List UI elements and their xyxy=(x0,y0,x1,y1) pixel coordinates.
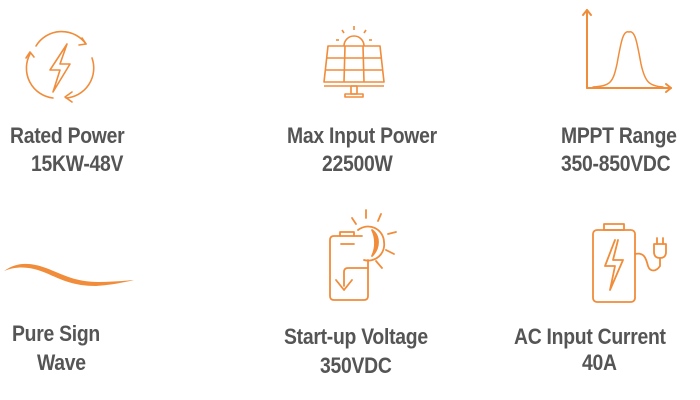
feature-title: Start-up Voltage xyxy=(284,324,428,349)
feature-title: MPPT Range xyxy=(561,123,677,148)
feature-title: AC Input Current xyxy=(514,324,666,349)
feature-value: 40A xyxy=(582,350,617,375)
bell-curve-chart-icon xyxy=(582,8,675,93)
feature-value: 15KW-48V xyxy=(31,151,124,176)
feature-title: Max Input Power xyxy=(287,123,437,148)
feature-title: Rated Power xyxy=(10,123,125,148)
battery-sun-charge-icon xyxy=(326,208,402,304)
feature-value: Wave xyxy=(37,350,86,375)
refresh-lightning-icon xyxy=(22,30,98,106)
feature-value: 350VDC xyxy=(320,353,392,378)
feature-value: 22500W xyxy=(322,151,393,176)
feature-value: 350-850VDC xyxy=(561,151,671,176)
feature-title: Pure Sign xyxy=(12,321,100,346)
sine-wave-icon xyxy=(2,260,134,290)
battery-plug-icon xyxy=(590,222,676,304)
solar-panel-icon xyxy=(322,24,388,98)
